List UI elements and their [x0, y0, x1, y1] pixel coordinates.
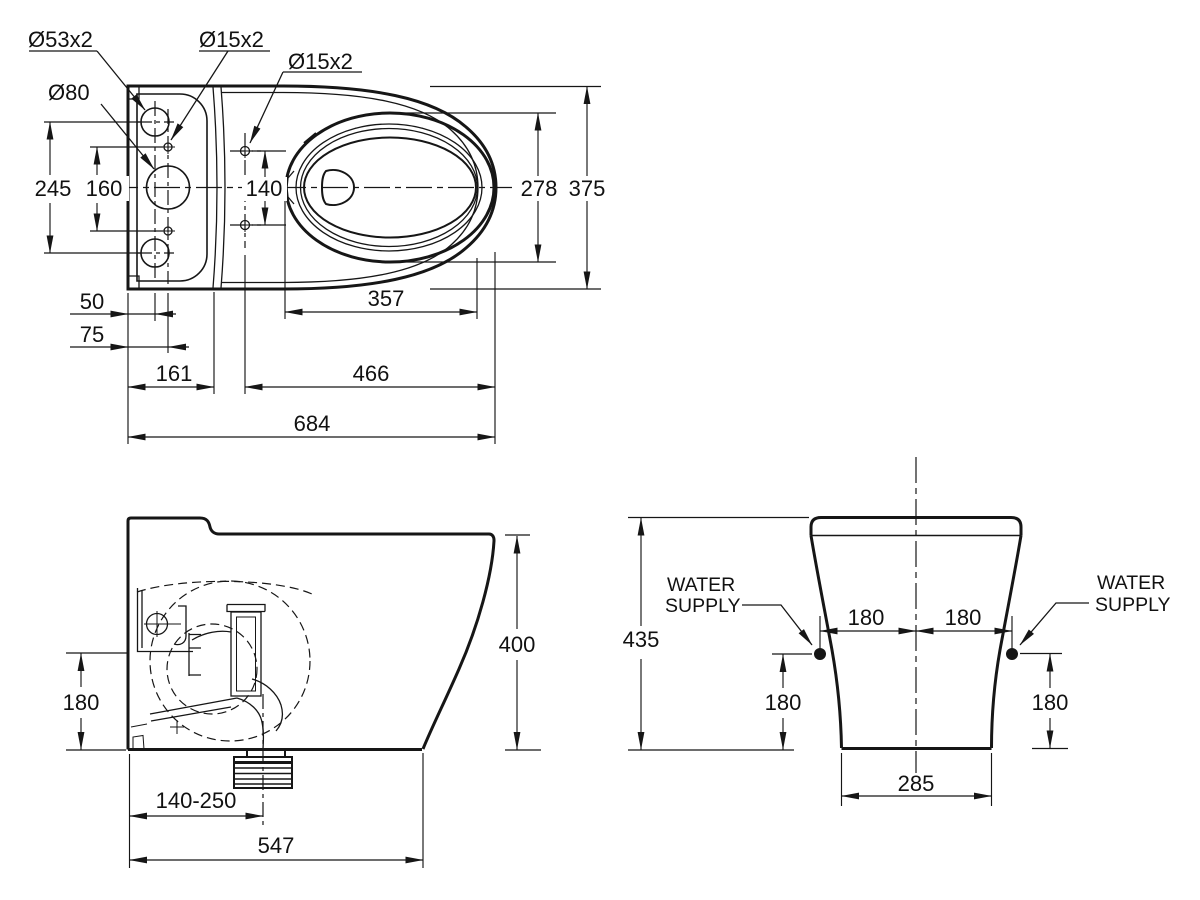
label-mask: [563, 176, 611, 201]
hidden-rim-line: [136, 580, 313, 595]
label-mask: [1027, 690, 1073, 715]
label-mask: [28, 176, 79, 201]
side-body-outline: [126, 516, 496, 751]
plan-leader-lines: [29, 50, 362, 170]
top-view: Ø53x2 Ø15x2 Ø15x2 Ø80 245 160 140 278 37…: [28, 27, 611, 444]
hidden-sump-circle: [166, 623, 258, 715]
water-supply-label-left-line1: WATER: [667, 574, 735, 596]
hole-label-bolt-circles: Ø53x2: [28, 27, 93, 52]
front-dimension-lines: [637, 517, 1054, 800]
label-mask: [617, 627, 665, 652]
dim-bowl-width: 278: [521, 176, 558, 201]
water-supply-label-left-line2: SUPPLY: [665, 595, 741, 617]
water-supply-point-left: [814, 648, 826, 660]
tank-internals: [136, 588, 266, 697]
plan-tank-lid: [136, 93, 208, 282]
front-view: 435 180 180 180 180 285 WATER SUPPLY WAT…: [617, 457, 1171, 806]
bowl-water-spot: [320, 169, 356, 206]
dim-seat-hole-spacing: 140: [246, 176, 283, 201]
label-mask: [58, 690, 104, 715]
dim-rim-height: 400: [499, 632, 536, 657]
dim-bolt-spacing: 245: [35, 176, 72, 201]
dim-supply-height-right: 180: [1032, 690, 1069, 715]
side-extension-lines: [66, 534, 541, 868]
label-mask: [494, 632, 540, 657]
front-extension-lines: [628, 516, 1068, 806]
water-supply-label-right-line1: WATER: [1097, 572, 1165, 594]
dim-supply-height-left: 180: [765, 690, 802, 715]
dim-seat-holes-to-front: 466: [353, 361, 390, 386]
label-mask: [80, 176, 129, 201]
label-mask: [242, 177, 287, 201]
plan-dimension-lines: [46, 86, 591, 441]
hole-label-rear-holes: Ø15x2: [199, 27, 264, 52]
water-supply-point-right: [1006, 648, 1018, 660]
dim-supply-offset-left: 180: [848, 605, 885, 630]
dim-overall-length: 684: [294, 411, 331, 436]
hidden-bowl-circle: [149, 580, 311, 742]
dim-edge-to-holes: 75: [80, 322, 104, 347]
dim-supply-height-side: 180: [63, 690, 100, 715]
water-supply-label-right-line2: SUPPLY: [1095, 594, 1171, 616]
label-mask: [760, 690, 806, 715]
water-supply-leader-right: [1019, 602, 1089, 646]
hole-label-seat-holes: Ø15x2: [288, 49, 353, 74]
side-view: 180 400 140-250 547: [58, 516, 541, 868]
dim-tank-depth: 161: [156, 361, 193, 386]
label-mask: [514, 176, 563, 201]
dim-base-width: 285: [898, 771, 935, 796]
dim-overall-width: 375: [569, 176, 606, 201]
dim-supply-offset-right: 180: [945, 605, 982, 630]
seat-hinge-tick: [303, 132, 317, 144]
water-supply-leader-left: [742, 604, 813, 646]
side-dimension-lines: [77, 535, 521, 864]
dim-bowl-length: 357: [368, 286, 405, 311]
dim-overall-height: 435: [623, 627, 660, 652]
front-body-outline: [809, 516, 1023, 750]
dim-edge-to-bolts: 50: [80, 289, 104, 314]
dim-outlet-range: 140-250: [156, 788, 237, 813]
plan-corner-notch-bottom: [128, 275, 140, 288]
plan-tank-front-edge-2: [220, 86, 226, 289]
dim-rear-hole-spacing: 160: [86, 176, 123, 201]
outlet-fitting: [233, 694, 293, 827]
plan-extension-lines: [44, 85, 601, 444]
dim-overall-depth: 547: [258, 833, 295, 858]
hole-label-center-hole: Ø80: [48, 80, 90, 105]
